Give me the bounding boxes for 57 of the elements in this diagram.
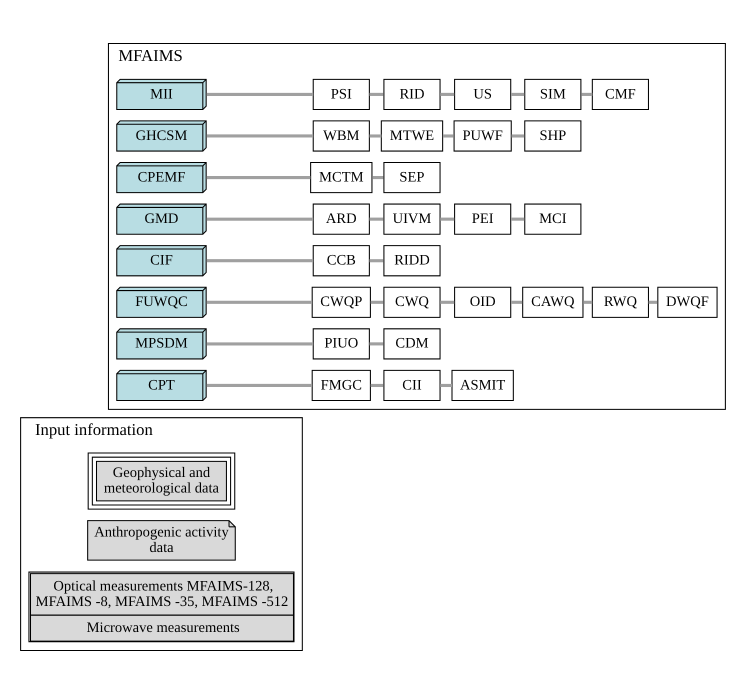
connector — [369, 218, 384, 221]
connector — [581, 92, 592, 96]
node-box: PIUO — [312, 328, 370, 360]
connector — [442, 134, 454, 138]
node-box: CAWQ — [522, 286, 584, 318]
connector — [206, 300, 312, 304]
connector — [206, 218, 314, 221]
connector — [511, 92, 524, 96]
node-box: RWQ — [592, 286, 649, 318]
connector — [440, 92, 454, 96]
node-box: CMF — [592, 78, 649, 110]
connector — [440, 218, 454, 221]
node-box: CCB — [312, 245, 370, 276]
node-box: CWQP — [312, 286, 371, 318]
node-box: OID — [454, 286, 512, 318]
node-box: SIM — [524, 78, 582, 110]
connector — [206, 384, 312, 388]
node-box: CII — [383, 370, 441, 402]
node-box: SHP — [524, 120, 582, 152]
connector — [369, 92, 384, 96]
node-box: MCTM — [310, 162, 372, 194]
connector — [206, 134, 314, 138]
node-box: US — [454, 78, 512, 110]
connector — [370, 300, 384, 304]
connector — [511, 218, 524, 221]
connector — [440, 384, 452, 388]
node-box: WBM — [312, 120, 370, 152]
connector — [369, 259, 384, 262]
node-box: RIDD — [383, 245, 441, 276]
node-box: PSI — [312, 78, 370, 110]
node-box: ASMIT — [451, 370, 514, 402]
connector — [206, 342, 314, 346]
connector — [370, 384, 384, 388]
connector — [648, 300, 658, 304]
node-box: ARD — [312, 204, 370, 235]
connector — [206, 259, 314, 262]
node-box: FMGC — [312, 370, 371, 402]
node-box: UIVM — [383, 204, 441, 235]
node-box: PEI — [454, 204, 512, 235]
node-box: Geophysical and meteorological data — [88, 452, 236, 510]
connector — [440, 300, 454, 304]
node-box: CDM — [383, 328, 441, 360]
connector — [369, 134, 382, 138]
node-box: PUWF — [454, 120, 512, 152]
connector — [583, 300, 592, 304]
connector — [372, 176, 384, 180]
connector — [206, 176, 310, 180]
node-box: RID — [383, 78, 441, 110]
node-box: SEP — [383, 162, 441, 194]
node-box: MTWE — [380, 120, 444, 152]
node-box: MCI — [524, 204, 582, 235]
connector — [511, 134, 524, 138]
connector — [369, 342, 384, 346]
connector — [511, 300, 522, 304]
node-box: CWQ — [383, 286, 441, 318]
connector — [206, 92, 314, 96]
node-box: DWQF — [657, 286, 718, 318]
